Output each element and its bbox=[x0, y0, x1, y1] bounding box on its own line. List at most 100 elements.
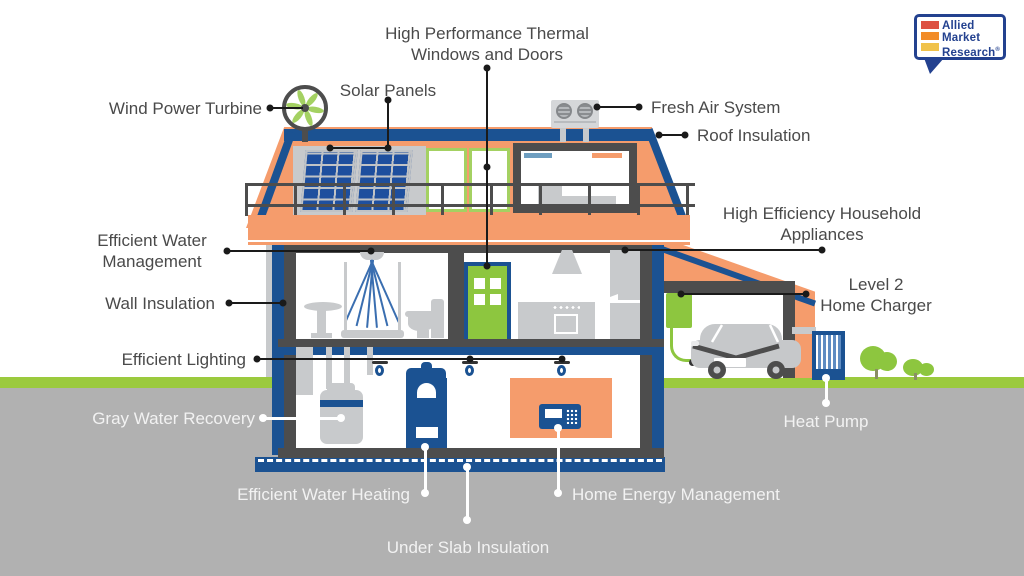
label-thermal-windows-doors-line1: High Performance Thermal bbox=[385, 24, 589, 43]
ceiling-lamp-icon bbox=[554, 361, 570, 364]
garage-door-frame-top bbox=[664, 281, 795, 293]
pointer-dot-white bbox=[463, 463, 471, 471]
drain-pipe bbox=[326, 347, 332, 389]
pointer-dot bbox=[266, 104, 274, 112]
pointer-dot bbox=[384, 144, 392, 152]
kitchen-counter bbox=[582, 302, 595, 339]
refrigerator-handle bbox=[606, 294, 618, 303]
pointer-dot bbox=[677, 290, 685, 298]
pointer-line-water-management bbox=[227, 250, 371, 252]
label-home-charger-line1: Level 2 bbox=[848, 275, 904, 294]
gray-water-tank-lid bbox=[327, 383, 355, 392]
label-fresh-air-system: Fresh Air System bbox=[651, 98, 781, 117]
label-efficient-lighting: Efficient Lighting bbox=[121, 350, 246, 369]
ceiling-lamp-icon bbox=[462, 361, 478, 364]
shower-wall bbox=[398, 262, 401, 332]
ceiling-lamp-bulb bbox=[375, 365, 384, 376]
floor2-floor-frame bbox=[278, 339, 664, 347]
turbine-hub bbox=[301, 104, 309, 112]
logo-bar-yellow bbox=[921, 43, 939, 51]
pointer-line-home-charger bbox=[681, 293, 806, 295]
logo-text-line2: Market bbox=[942, 32, 981, 44]
label-home-charger-line2: Home Charger bbox=[820, 296, 932, 315]
downspout bbox=[266, 245, 275, 377]
ceiling-lamp-icon bbox=[372, 361, 388, 364]
pointer-line-heat-pump bbox=[825, 378, 828, 404]
sink-pedestal bbox=[317, 309, 326, 335]
pointer-dot-white bbox=[463, 516, 471, 524]
label-thermal-windows-doors-line2: Windows and Doors bbox=[410, 45, 564, 64]
pointer-dot bbox=[655, 131, 663, 139]
attic-curtain-rail-blue bbox=[524, 153, 552, 158]
tree-icon bbox=[903, 359, 923, 376]
drain-pipe bbox=[367, 347, 373, 375]
pointer-dot-white bbox=[822, 399, 830, 407]
label-roof-insulation: Roof Insulation bbox=[697, 126, 811, 145]
balcony-floor-highlight bbox=[248, 240, 690, 242]
logo-research-word: Research bbox=[942, 46, 996, 59]
fresh-air-leg bbox=[583, 124, 589, 142]
pointer-dot-white bbox=[554, 489, 562, 497]
label-heat-pump: Heat Pump bbox=[783, 412, 869, 431]
floor2-top-frame bbox=[278, 245, 664, 253]
label-appliances-line2: Appliances bbox=[780, 225, 864, 244]
pointer-line-fresh-air bbox=[597, 106, 639, 108]
door-pane bbox=[474, 294, 485, 305]
balcony-railing-top bbox=[245, 183, 695, 186]
label-under-slab-insulation: Under Slab Insulation bbox=[386, 538, 550, 557]
refrigerator bbox=[610, 250, 640, 339]
pointer-dot-white bbox=[421, 443, 429, 451]
balcony-railing-mid bbox=[245, 204, 695, 207]
roof-insulation-bar bbox=[284, 129, 652, 141]
wall-right bbox=[640, 253, 652, 347]
basement-wall-right bbox=[640, 355, 652, 448]
attic-curtain-rail-orange bbox=[592, 153, 622, 158]
fresh-air-leg bbox=[560, 124, 566, 142]
pointer-dot bbox=[483, 163, 491, 171]
kitchen-counter bbox=[518, 302, 550, 339]
toilet-bowl bbox=[408, 315, 434, 331]
toilet-tank bbox=[431, 299, 444, 338]
pointer-dot bbox=[253, 355, 261, 363]
water-heater-cap bbox=[406, 368, 446, 379]
heat-pump-pipe bbox=[792, 327, 816, 334]
allied-market-research-logo: Allied Market Research® bbox=[914, 14, 1014, 76]
pointer-line-energy-management bbox=[557, 428, 560, 493]
floor2-divider-wall bbox=[448, 253, 464, 339]
logo-bar-red bbox=[921, 21, 939, 29]
ceiling-lamp-bulb bbox=[557, 365, 566, 376]
door-pane bbox=[474, 278, 485, 289]
pointer-dot bbox=[367, 247, 375, 255]
ev-charger-cable bbox=[670, 326, 692, 362]
pointer-dot bbox=[483, 64, 491, 72]
pointer-dot bbox=[223, 247, 231, 255]
pointer-dot bbox=[558, 355, 566, 363]
pointer-dot-white bbox=[259, 414, 267, 422]
pointer-dot-white bbox=[822, 374, 830, 382]
oven-door bbox=[554, 314, 578, 334]
pointer-dot bbox=[279, 299, 287, 307]
toilet-base bbox=[417, 330, 429, 338]
tree-icon bbox=[919, 363, 934, 376]
pointer-dot bbox=[818, 246, 826, 254]
pointer-dot bbox=[621, 246, 629, 254]
pointer-line-solar-panels bbox=[330, 147, 388, 149]
shower-head-icon bbox=[360, 252, 384, 260]
door-pane bbox=[490, 294, 501, 305]
pointer-line-wall-insulation bbox=[229, 302, 284, 304]
pointer-line-under-slab bbox=[466, 467, 469, 520]
label-efficient-water-heating: Efficient Water Heating bbox=[237, 485, 410, 504]
pointer-dot bbox=[466, 355, 474, 363]
registered-mark: ® bbox=[995, 47, 1001, 53]
label-solar-panels: Solar Panels bbox=[339, 81, 437, 100]
balcony-railing-posts bbox=[245, 183, 695, 216]
sink-basin bbox=[304, 302, 342, 311]
floor2-floor-insulation bbox=[272, 347, 664, 355]
pointer-line-gray-water bbox=[263, 417, 341, 420]
label-water-management-line1: Efficient Water bbox=[97, 231, 207, 250]
wind-turbine-post bbox=[302, 126, 308, 142]
pointer-line-efficient-lighting bbox=[257, 358, 564, 360]
drain-duct bbox=[296, 347, 313, 395]
label-wind-power-turbine: Wind Power Turbine bbox=[108, 99, 262, 118]
basement-wall-insulation-right bbox=[652, 355, 664, 455]
